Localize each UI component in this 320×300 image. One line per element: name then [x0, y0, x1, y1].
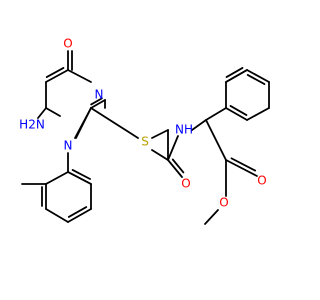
- atom-o-ester-carbonyl: O: [257, 174, 266, 188]
- bond-link: [151, 149, 169, 161]
- atom-sulfur: S: [141, 135, 149, 149]
- bond-ph-2b-inner: [225, 67, 244, 78]
- bond-ph-3: [246, 69, 270, 83]
- bond-ph-2b: [225, 69, 248, 83]
- bond-c-o-amide-inner: [171, 158, 185, 174]
- bond-ar-6: [67, 208, 92, 223]
- bond-ph-3-inner: [246, 74, 266, 85]
- bond-c6-nh2: [37, 107, 47, 119]
- bond-c-o-carbonyl: [225, 159, 258, 177]
- bond-c4-c5-inner: [45, 67, 65, 78]
- bond-c2-s: [90, 107, 139, 139]
- bond-ar-5: [45, 208, 69, 223]
- atom-nh: NH: [175, 123, 193, 137]
- bond-c-o-amide: [167, 159, 183, 178]
- bond-c2-n1: [74, 107, 92, 139]
- bond-ph-6-inner: [229, 105, 248, 116]
- bond-c-nh: [167, 135, 179, 161]
- atom-n-aryl: N: [64, 139, 73, 153]
- bond-ph-6: [225, 107, 248, 121]
- bond-ca-ph: [205, 107, 227, 121]
- bonds: [21, 50, 270, 225]
- bond-c-o-carbonyl-inner: [230, 157, 257, 172]
- bond-ar-1: [45, 171, 69, 185]
- bond-ar-6-inner: [67, 206, 88, 218]
- bond-ca-cester: [205, 119, 227, 161]
- atom-n-ring: N: [95, 88, 104, 102]
- bond-ar-2b-inner: [71, 168, 91, 180]
- bond-c2-n3-inner: [90, 97, 103, 106]
- bond-c6-n1: [45, 107, 61, 117]
- atom-o-ring: O: [63, 37, 72, 51]
- bond-ar-2b: [67, 171, 92, 185]
- bond-c2-n3: [90, 99, 106, 109]
- bond-nh-ca: [191, 119, 207, 131]
- bond-s-ch2: [151, 129, 169, 139]
- molecule-diagram: O N N H2N S NH O O O: [19, 37, 270, 225]
- bond-ph-5: [246, 107, 270, 121]
- bond-o-ch3: [204, 209, 219, 225]
- atom-o-amide: O: [181, 177, 190, 191]
- atom-labels: O N N H2N S NH O O O: [19, 37, 267, 210]
- atom-amino: H2N: [19, 118, 45, 132]
- bond-c4-c5: [45, 69, 69, 83]
- bond-c4-n3: [67, 69, 92, 83]
- atom-o-ester: O: [219, 196, 228, 210]
